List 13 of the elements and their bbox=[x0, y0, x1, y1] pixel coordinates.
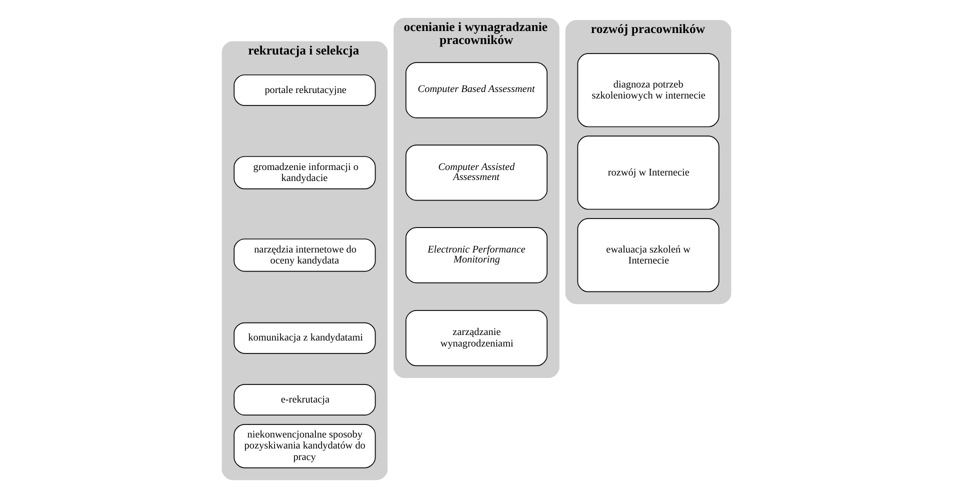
node-box: Computer Assisted Assessment bbox=[405, 144, 548, 201]
node-box: rozwój w Internecie bbox=[577, 136, 720, 210]
node-box: gromadzenie informacji o kandydacie bbox=[234, 156, 376, 190]
node-box: diagnoza potrzeb szkoleniowych w internecie bbox=[577, 53, 720, 128]
node-box: portale rekrutacyjne bbox=[234, 74, 376, 106]
node-box: e-rekrutacja bbox=[234, 384, 376, 416]
node-box: Computer Based Assessment bbox=[405, 62, 548, 118]
node-box: komunikacja z kandydatami bbox=[234, 322, 376, 354]
node-box: Electronic Performance Monitoring bbox=[405, 227, 548, 284]
node-box: ewaluacja szkoleń w Internecie bbox=[577, 218, 720, 292]
node-box: zarządzanie wynagrodzeniami bbox=[405, 310, 548, 366]
node-box: narzędzia internetowe do oceny kandydata bbox=[234, 238, 376, 272]
node-box: niekonwencjonalne sposoby pozyskiwania kandydatów do pracy bbox=[234, 424, 376, 468]
